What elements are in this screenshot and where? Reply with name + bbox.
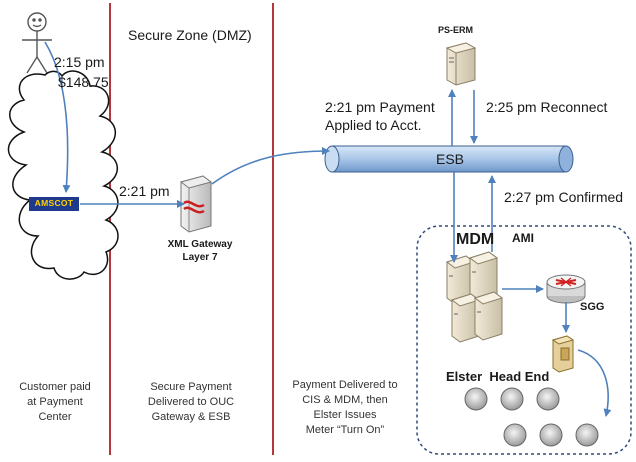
- meter-icon: [500, 387, 524, 411]
- amscot-logo-bg: [29, 197, 79, 211]
- mdm-label: MDM: [456, 231, 495, 248]
- customer-caption: Customer paid at Payment Center: [19, 381, 91, 423]
- electric-meter-icons: [464, 387, 599, 447]
- head-end-label: Elster Head End: [446, 369, 550, 384]
- esb-bus: [324, 145, 574, 173]
- amscot-logo-text: AMSCOT: [34, 198, 74, 208]
- mdm-server-stack-icon: [445, 251, 504, 343]
- delivery-caption: Payment Delivered to CIS & MDM, then Els…: [292, 379, 398, 436]
- ps-erm-label: PS-ERM: [438, 25, 474, 35]
- customer-figure-icon: [22, 12, 52, 74]
- ps-erm-server-icon: [445, 42, 477, 86]
- meter-icon: [536, 387, 560, 411]
- xml-gateway-icon: [179, 175, 213, 233]
- customer-amount: $148.75: [58, 74, 109, 90]
- payment-applied-line1: 2:21 pm Payment: [325, 99, 435, 115]
- confirmed-label: 2:27 pm Confirmed: [504, 189, 624, 205]
- gateway-title-line1: XML Gateway: [167, 239, 233, 250]
- ami-label: AMI: [512, 231, 534, 245]
- reconnect-label: 2:25 pm Reconnect: [486, 99, 608, 115]
- flow-arrows: [44, 41, 612, 417]
- gateway-caption: Secure Payment Delivered to OUC Gateway …: [147, 381, 235, 423]
- meter-icon: [503, 423, 527, 447]
- payment-center-cloud: [7, 70, 119, 280]
- zone-title: Secure Zone (DMZ): [128, 27, 252, 43]
- meter-icon: [464, 387, 488, 411]
- esb-label: ESB: [436, 151, 465, 167]
- sgg-label: SGG: [580, 301, 605, 313]
- arrow-customer-to-amscot: [44, 41, 71, 193]
- meter-icon: [575, 423, 599, 447]
- gateway-time: 2:21 pm: [119, 183, 170, 199]
- customer-time: 2:15 pm: [54, 54, 105, 70]
- arrow-gateway-to-esb: [211, 147, 330, 185]
- payment-applied-line2: Applied to Acct.: [325, 117, 422, 133]
- gateway-title-line2: Layer 7: [182, 252, 218, 263]
- arrow-head-end-to-meters: [577, 349, 612, 417]
- head-end-cabinet-icon: [551, 335, 575, 373]
- sgg-router-icon: [546, 274, 586, 304]
- meter-icon: [539, 423, 563, 447]
- ami-region: [416, 225, 632, 455]
